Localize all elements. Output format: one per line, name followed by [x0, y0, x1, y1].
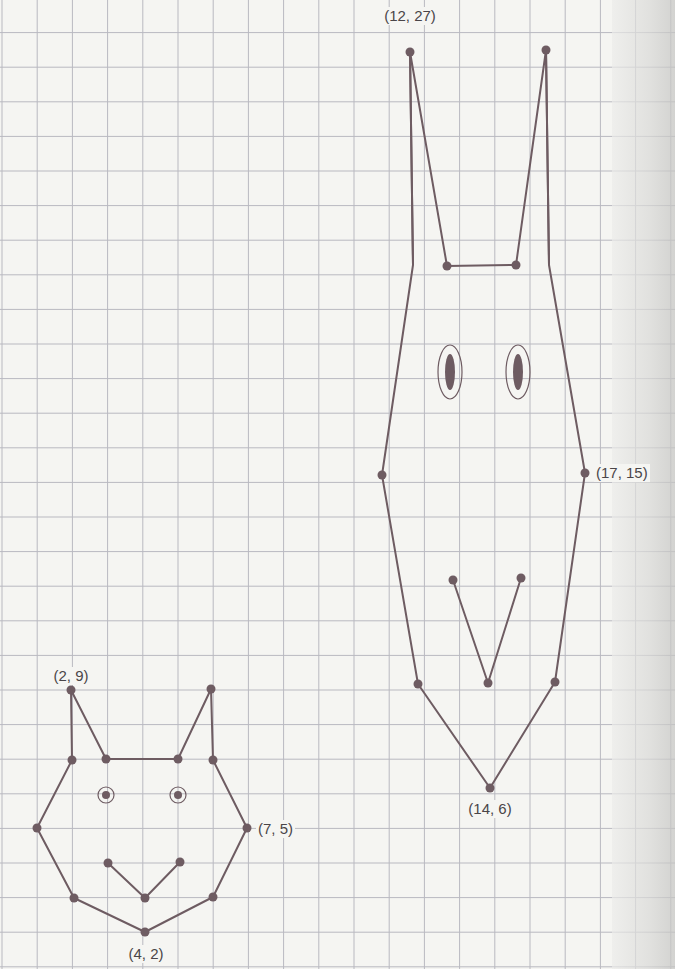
grid-line: [0, 101, 675, 102]
grid-line: [530, 0, 531, 969]
grid-line: [0, 482, 675, 483]
vertex-dot: [512, 261, 521, 270]
vertex-dots: [33, 46, 590, 937]
vertex-dot: [174, 755, 183, 764]
grid-line: [0, 690, 675, 691]
coordinate-label: (2, 9): [51, 667, 90, 685]
small-eye: [98, 787, 114, 803]
coordinate-label: (17, 15): [594, 464, 650, 482]
grid-line: [0, 205, 675, 206]
small-head: [37, 760, 247, 932]
grid-line: [0, 655, 675, 656]
vertex-dot: [378, 471, 387, 480]
vertex-dot: [68, 756, 77, 765]
vertex-dot: [581, 469, 590, 478]
vertex-dot: [486, 784, 495, 793]
vertex-dot: [33, 824, 42, 833]
vertex-dot: [141, 894, 150, 903]
vertex-dot: [141, 928, 150, 937]
vertex-dot: [102, 755, 111, 764]
grid-line: [0, 897, 675, 898]
grid-line: [0, 447, 675, 448]
vertex-dot: [551, 678, 560, 687]
grid-line: [0, 620, 675, 621]
grid-line: [178, 0, 179, 969]
grid-line: [0, 67, 675, 68]
grid-line: [0, 136, 675, 137]
vertex-dot: [70, 894, 79, 903]
grid-line: [0, 586, 675, 587]
grid-line: [72, 0, 73, 969]
grid-line: [0, 32, 675, 33]
grid-line: [459, 0, 460, 969]
small-mouth: [108, 862, 180, 898]
grid-line: [389, 0, 390, 969]
small-ears: [71, 689, 213, 760]
vertex-dot: [517, 574, 526, 583]
vertex-dots: [102, 354, 523, 799]
coordinate-label: (7, 5): [256, 820, 295, 838]
grid-line: [494, 0, 495, 969]
coordinate-label: (4, 2): [126, 945, 165, 963]
vertex-dot: [243, 824, 252, 833]
coordinate-label: (12, 27): [382, 7, 438, 25]
vertex-dot: [542, 46, 551, 55]
large-mouth: [453, 578, 521, 683]
grid-line: [0, 309, 675, 310]
large-head: [382, 50, 585, 788]
grid-line: [0, 171, 675, 172]
vertex-dot: [209, 756, 218, 765]
grid-line: [107, 0, 108, 969]
grid-line: [318, 0, 319, 969]
grid-line: [424, 0, 425, 969]
vertex-dot: [67, 686, 76, 695]
grid-line: [142, 0, 143, 969]
grid-line: [354, 0, 355, 969]
grid-line: [0, 759, 675, 760]
vertex-dot: [484, 679, 493, 688]
page-shadow: [612, 0, 675, 969]
vertex-dot: [176, 858, 185, 867]
grid-line: [0, 344, 675, 345]
vertex-dot: [209, 893, 218, 902]
grid-line: [0, 378, 675, 379]
grid-line: [213, 0, 214, 969]
grid-line: [0, 932, 675, 933]
grid-line: [565, 0, 566, 969]
large-eye: [438, 345, 462, 399]
vertex-dot: [104, 859, 113, 868]
large-eye: [506, 345, 530, 399]
large-ears: [410, 50, 549, 266]
grid-line: [0, 274, 675, 275]
grid-line: [0, 793, 675, 794]
grid-line: [600, 0, 601, 969]
coordinate-label: (14, 6): [466, 800, 513, 818]
grid-line: [0, 240, 675, 241]
vertex-dot: [207, 685, 216, 694]
grid-line: [0, 517, 675, 518]
grid-line: [0, 863, 675, 864]
vertex-dot: [449, 576, 458, 585]
grid-line: [2, 0, 3, 969]
grid-line: [0, 828, 675, 829]
vertex-dot: [443, 262, 452, 271]
grid-line: [0, 966, 675, 967]
figures: [37, 50, 585, 932]
vertex-dot: [406, 48, 415, 57]
vertex-dot: [414, 680, 423, 689]
grid-line: [0, 724, 675, 725]
small-eye: [170, 787, 186, 803]
